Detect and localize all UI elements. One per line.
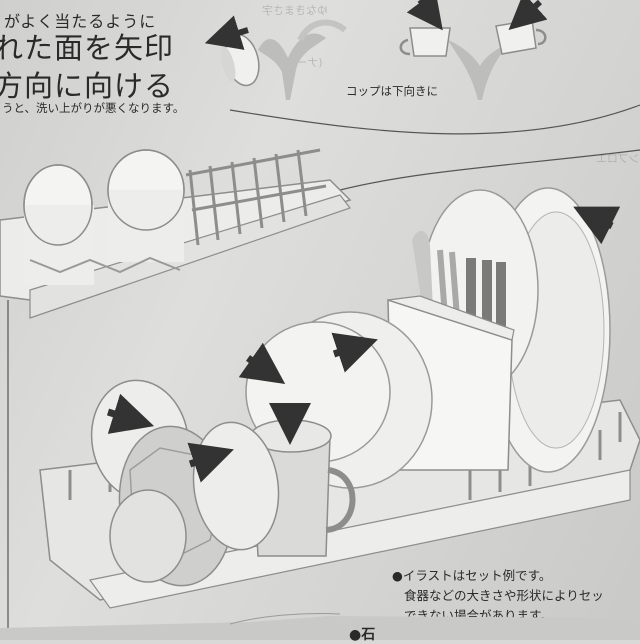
rack-tines: [185, 148, 327, 246]
arrow-icon: [508, 0, 548, 30]
cups-example: [399, 0, 548, 100]
upper-rack-illustration: [0, 148, 352, 319]
heading-line-small: がよく当たるように: [4, 12, 157, 31]
bullet-icon: ●: [392, 568, 403, 583]
note-line: 食器などの大きさや形状によりセッ: [404, 588, 604, 603]
arrow-icon: [187, 442, 234, 483]
arrow-icon: [573, 206, 621, 245]
arrow-icon: [238, 342, 286, 385]
heading-line-1: れた面を矢印: [0, 31, 175, 65]
water-splash-icon: [448, 40, 510, 100]
page-edge: [0, 612, 640, 640]
cup-icon: [399, 27, 451, 57]
cup-caption: コップは下向きに: [346, 84, 438, 98]
section-label: ●石: [349, 627, 376, 643]
cup-icon: [23, 164, 94, 285]
callout-line: [339, 149, 640, 191]
bowl-splash-example: [204, 15, 347, 100]
cup-icon: [495, 19, 547, 55]
callout-line: [229, 104, 640, 135]
arrow-icon: [204, 15, 249, 50]
arrow-icon: [106, 393, 155, 434]
note-line: イラストはセット例です。: [402, 568, 552, 583]
heading-note: うと、洗い上がりが悪くなります。: [2, 101, 185, 115]
heading-line-2: 方向に向ける: [0, 69, 175, 103]
arrow-icon: [331, 332, 378, 373]
water-splash-icon: [258, 19, 347, 100]
notes-block: ●イラストはセット例です。 食器などの大きさや形状によりセッ できない場合があり…: [392, 566, 604, 626]
arrow-icon: [406, 0, 443, 31]
cup-icon: [107, 149, 185, 262]
lower-rack-illustration: [39, 187, 640, 609]
